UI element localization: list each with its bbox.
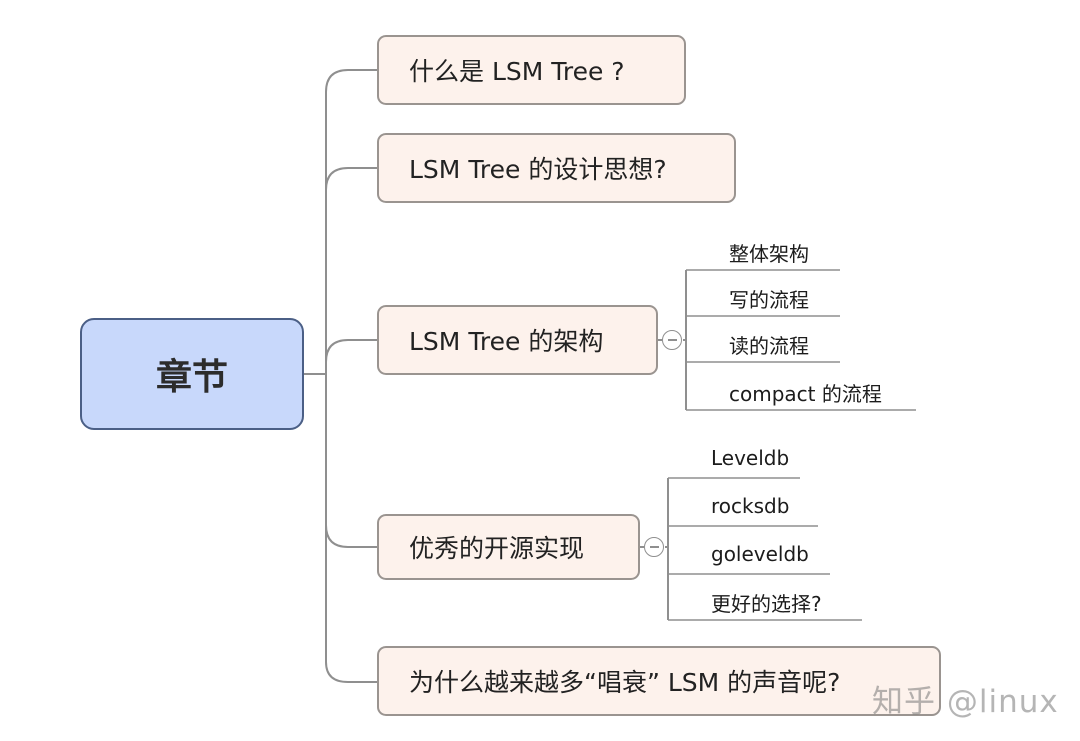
subtopic-label[interactable]: Leveldb [711,446,790,470]
topic-node[interactable]: LSM Tree 的设计思想? [377,133,736,203]
connector-topic-3 [325,339,378,363]
collapse-toggle-icon[interactable] [662,330,682,350]
connector-topic-4 [325,524,378,548]
connector-topic-5 [325,661,378,683]
watermark: 知乎 @linux [872,684,1059,720]
connector-topic-4-children [665,478,669,620]
subtopic-label[interactable]: 读的流程 [729,334,809,358]
connector-topic-1 [325,69,378,93]
root-node[interactable]: 章节 [80,318,304,430]
topic-node[interactable]: 优秀的开源实现 [377,514,640,580]
connector-topic-2 [325,167,378,191]
collapse-toggle-icon[interactable] [644,537,664,557]
subtopic-label[interactable]: 更好的选择? [711,592,822,616]
topic-node[interactable]: 为什么越来越多“唱衰” LSM 的声音呢? [377,646,941,716]
connector-topic-3-children [683,270,687,410]
subtopic-label[interactable]: rocksdb [711,494,790,518]
subtopic-label[interactable]: goleveldb [711,542,809,566]
subtopic-label[interactable]: compact 的流程 [729,382,882,406]
topic-node[interactable]: LSM Tree 的架构 [377,305,658,375]
subtopic-label[interactable]: 整体架构 [729,242,809,266]
subtopic-label[interactable]: 写的流程 [729,288,809,312]
topic-node[interactable]: 什么是 LSM Tree ? [377,35,686,105]
